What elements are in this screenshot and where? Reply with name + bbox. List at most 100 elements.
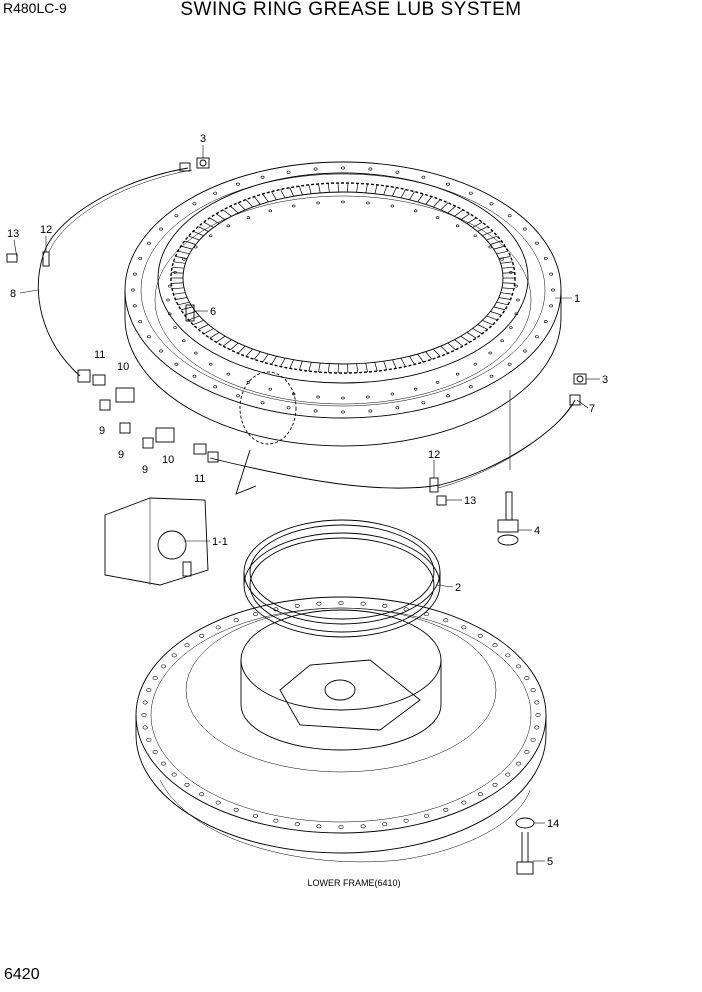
bolt-hole — [213, 191, 218, 195]
gear-tooth — [440, 202, 449, 211]
bolt-hole — [524, 676, 530, 680]
bolt-hole — [368, 167, 373, 171]
bolt-hole — [488, 351, 492, 355]
bolt-hole — [132, 304, 137, 308]
bolt-hole — [341, 200, 345, 204]
gear-tooth — [493, 306, 506, 311]
gear-tooth — [466, 332, 477, 339]
gear-tooth — [222, 209, 232, 217]
bolt-hole — [368, 409, 373, 413]
bolt-hole — [338, 601, 344, 605]
bolt-hole — [423, 813, 429, 818]
gear-tooth — [356, 183, 359, 193]
model-code: R480LC-9 — [3, 0, 67, 16]
gear-tooth — [400, 189, 406, 199]
bolt-hole — [338, 825, 344, 829]
bolt-hole — [507, 214, 512, 218]
callout-13-b: 13 — [464, 495, 476, 507]
bolt-hole — [142, 700, 148, 705]
gear-tooth — [486, 315, 498, 321]
bolt-hole — [182, 257, 186, 261]
bolt-hole — [138, 256, 143, 260]
bolt-hole — [209, 234, 213, 238]
bolt-hole — [138, 320, 143, 324]
gear-tooth — [172, 266, 185, 269]
bolt-hole — [268, 387, 272, 391]
bolt-hole — [489, 202, 494, 206]
bolt-hole — [446, 394, 450, 398]
bolt-hole — [159, 349, 164, 353]
gear-tooth — [298, 185, 303, 195]
gear-tooth — [496, 301, 509, 306]
gear-tooth — [454, 339, 464, 347]
bolt-hole — [233, 807, 239, 812]
gear-tooth — [298, 361, 303, 371]
callout-9-b: 9 — [118, 449, 124, 461]
bolt-hole — [523, 349, 527, 353]
bolt-hole — [268, 209, 272, 213]
bolt-hole — [341, 166, 345, 170]
bolt-hole — [152, 750, 158, 754]
gear-tooth — [177, 301, 190, 306]
callout-13-a: 13 — [7, 228, 19, 240]
gear-tooth — [433, 199, 441, 208]
bolt-hole — [294, 822, 300, 827]
bolt-hole — [152, 676, 158, 680]
bolt-hole — [142, 725, 148, 730]
gear-tooth — [280, 189, 286, 199]
hose-7 — [209, 399, 576, 489]
bolt-hole — [192, 202, 197, 206]
gear-tooth — [209, 332, 220, 339]
hose-8 — [37, 167, 189, 377]
gear-tooth — [425, 351, 433, 360]
callout-5: 5 — [547, 856, 553, 868]
bolt-hole — [443, 807, 449, 812]
page-title: SWING RING GREASE LUB SYSTEM — [180, 0, 522, 20]
bolt-hole — [209, 362, 213, 366]
bolt-hole — [523, 227, 527, 231]
bolt-hole — [194, 351, 198, 355]
gear-tooth — [280, 357, 286, 367]
gear-tooth — [222, 339, 232, 347]
bolt-hole — [403, 818, 409, 823]
bolt-hole — [286, 170, 291, 174]
gear-tooth — [171, 272, 184, 274]
bolt-hole — [395, 406, 400, 410]
bolt-hole — [468, 191, 473, 195]
gear-tooth — [271, 191, 277, 200]
page-number: 6420 — [4, 966, 40, 983]
gear-tooth — [237, 345, 246, 354]
bolt-hole — [530, 737, 536, 742]
lower-frame — [135, 596, 547, 863]
gear-tooth — [454, 209, 464, 217]
bolt-hole — [168, 284, 172, 288]
bolt-hole — [382, 603, 388, 608]
bolt-hole — [421, 401, 426, 405]
callout-3-top: 3 — [200, 133, 206, 145]
gear-tooth — [188, 235, 200, 241]
gear-tooth — [496, 250, 509, 255]
gear-tooth — [477, 324, 488, 330]
bolt-hole — [260, 175, 265, 179]
bolt-hole — [549, 304, 554, 308]
bolt-hole — [173, 326, 177, 329]
bolt-hole — [147, 335, 151, 339]
bolt-hole — [455, 372, 460, 376]
gear-tooth — [177, 250, 190, 255]
bolt-hole — [213, 385, 218, 389]
gear-tooth — [482, 319, 493, 326]
bolt-hole — [215, 625, 221, 630]
gear-tooth — [417, 353, 424, 363]
detail-view — [104, 371, 297, 586]
swing-ring-bearing — [124, 161, 562, 447]
gear-tooth — [289, 187, 294, 197]
bolt-hole — [146, 737, 152, 742]
bolt-hole — [534, 725, 540, 730]
bolt-hole — [316, 395, 320, 399]
bolt-hole — [236, 182, 240, 186]
gear-tooth — [417, 193, 424, 203]
gear-tooth — [198, 226, 209, 232]
gear-tooth — [409, 356, 415, 365]
callout-11-a: 11 — [94, 349, 105, 361]
